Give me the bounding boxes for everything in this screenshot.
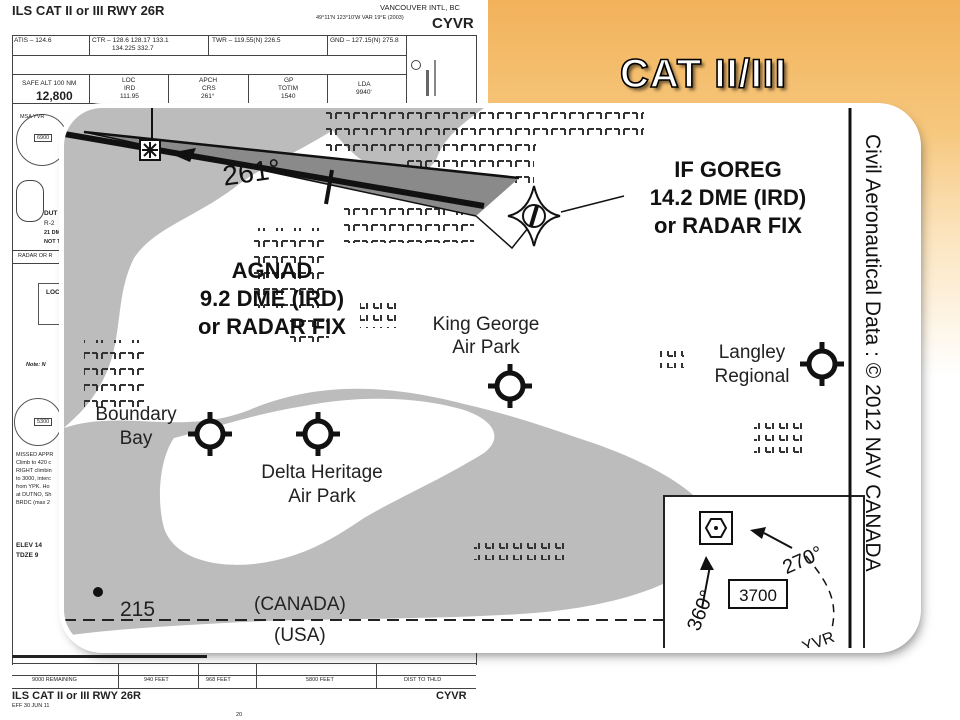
freq-twr: TWR – 119.55(N) 226.5	[212, 37, 281, 44]
vor-hexagon-icon	[699, 511, 733, 545]
border-value: 215	[120, 598, 155, 621]
freq-gnd: GND – 127.15(N) 275.8	[330, 37, 399, 44]
svg-text:Boundary: Boundary	[95, 404, 177, 425]
msa-label: MSA YVR	[20, 114, 45, 120]
footer-feet-3: 5800 FEET	[306, 677, 334, 683]
apch-label: APCH	[199, 77, 218, 84]
if-fix-symbol	[507, 185, 561, 247]
footer-effective: EFF 30 JUN 11	[12, 703, 50, 709]
side-radar: RADAR OR R	[18, 253, 53, 259]
svg-text:Air Park: Air Park	[452, 337, 520, 358]
holding-pattern-inset: 3700 270° 360° YVR	[663, 495, 865, 648]
plate-location: VANCOUVER INTL, BC	[380, 3, 460, 12]
freq-ctr: CTR – 128.6 128.17 133.1	[92, 37, 169, 44]
loc-freq: 111.95	[120, 93, 139, 100]
svg-text:or RADAR FIX: or RADAR FIX	[198, 314, 346, 339]
side-dut: DUT	[44, 210, 58, 217]
plate-coords: 49°11'N 123°10'W VAR 19°E (2003)	[316, 15, 404, 21]
freq-ctr-2: 134.225 332.7	[112, 45, 154, 52]
airport-boundary-bay: Boundary Bay	[95, 404, 232, 456]
footer-title: ILS CAT II or III RWY 26R	[12, 690, 141, 702]
freq-atis: ATIS – 124.6	[14, 37, 52, 44]
label-usa: (USA)	[274, 625, 326, 646]
agnad-fix-label: AGNAD 9.2 DME (IRD) or RADAR FIX	[198, 258, 346, 339]
missed-line-5: at DUTNO, Sh	[16, 492, 52, 498]
airport-delta-heritage: Delta Heritage Air Park	[261, 412, 383, 507]
chart-zoom-panel: 261° IF GOREG 14.2 DME (IRD) or RADAR FI…	[64, 108, 916, 648]
footer-ident: CYVR	[436, 690, 467, 702]
tdze: TDZE 9	[16, 552, 39, 559]
side-loc-box: LOC	[46, 289, 60, 296]
side-not: NOT TO S	[44, 239, 70, 245]
missed-line-4: from YPK. Ho	[16, 484, 50, 490]
msa-value: 6900	[34, 134, 53, 142]
gp-sub: TOTIM	[278, 85, 299, 92]
svg-text:AGNAD: AGNAD	[232, 258, 313, 283]
side-dme: 21 DME	[44, 230, 64, 236]
if-fix-label: IF GOREG 14.2 DME (IRD) or RADAR FIX	[650, 157, 806, 238]
airport-king-george: King George Air Park	[433, 314, 540, 408]
vor-marker-icon	[139, 139, 161, 161]
svg-text:Regional: Regional	[715, 366, 790, 387]
course-label: 261°	[221, 153, 283, 192]
airport-icon	[800, 342, 844, 386]
side-r2: R-2	[44, 220, 55, 227]
svg-text:Delta Heritage: Delta Heritage	[261, 462, 382, 483]
loc-id: IRD	[124, 85, 136, 92]
gp-value: 1540	[281, 93, 296, 100]
missed-line-2: RIGHT climbin	[16, 468, 52, 474]
terrain-pattern	[84, 110, 802, 560]
plate-title: ILS CAT II or III RWY 26R	[12, 3, 165, 18]
svg-text:Langley: Langley	[719, 342, 786, 363]
svg-text:King George: King George	[433, 314, 540, 335]
missed-line-1: Climb to 420 c	[16, 460, 52, 466]
footer-page: 20	[236, 712, 243, 718]
apch-course: 261°	[201, 93, 215, 100]
svg-text:or RADAR FIX: or RADAR FIX	[654, 213, 802, 238]
airport-icon	[488, 364, 532, 408]
footer-remaining: 9000 REMAINING	[32, 677, 77, 683]
svg-text:14.2 DME (IRD): 14.2 DME (IRD)	[650, 185, 806, 210]
apch-sub: CRS	[202, 85, 216, 92]
side-note: Note: N	[26, 362, 46, 368]
airport-icon	[296, 412, 340, 456]
plate-ident: CYVR	[432, 15, 474, 32]
airport-langley: Langley Regional	[715, 342, 844, 387]
slide-title: CAT II/III	[619, 51, 788, 97]
svg-text:IF GOREG: IF GOREG	[674, 157, 782, 182]
missed-line-6: BRDC (max 2	[16, 500, 50, 506]
hold-altitude: 3700	[739, 586, 777, 605]
gp-label: GP	[284, 77, 294, 84]
lda-label: LDA	[358, 81, 371, 88]
airport-icon	[188, 412, 232, 456]
copyright-text: Civil Aeronautical Data : © 2012 NAV CAN…	[861, 134, 884, 572]
loc-label: LOC	[122, 77, 136, 84]
label-canada: (CANADA)	[254, 594, 346, 615]
safe-alt-label: SAFE ALT 100 NM	[22, 80, 77, 87]
elev: ELEV 14	[16, 542, 43, 549]
msa-value-2: 5300	[34, 418, 53, 426]
bridge-label: BRIDGE	[392, 645, 414, 651]
footer-dist: DIST TO THLD	[404, 677, 442, 683]
svg-text:Air Park: Air Park	[288, 486, 356, 507]
footer-feet-1: 940 FEET	[144, 677, 169, 683]
missed-line-3: to 3000, interc	[16, 476, 51, 482]
lda-value: 9940'	[356, 89, 372, 96]
svg-text:Bay: Bay	[120, 428, 153, 449]
safe-alt-value: 12,800	[36, 89, 73, 103]
land-peninsula	[159, 398, 495, 565]
missed-approach-title: MISSED APPR	[16, 452, 54, 458]
svg-text:9.2 DME (IRD): 9.2 DME (IRD)	[200, 286, 344, 311]
footer-feet-2: 968 FEET	[206, 677, 231, 683]
